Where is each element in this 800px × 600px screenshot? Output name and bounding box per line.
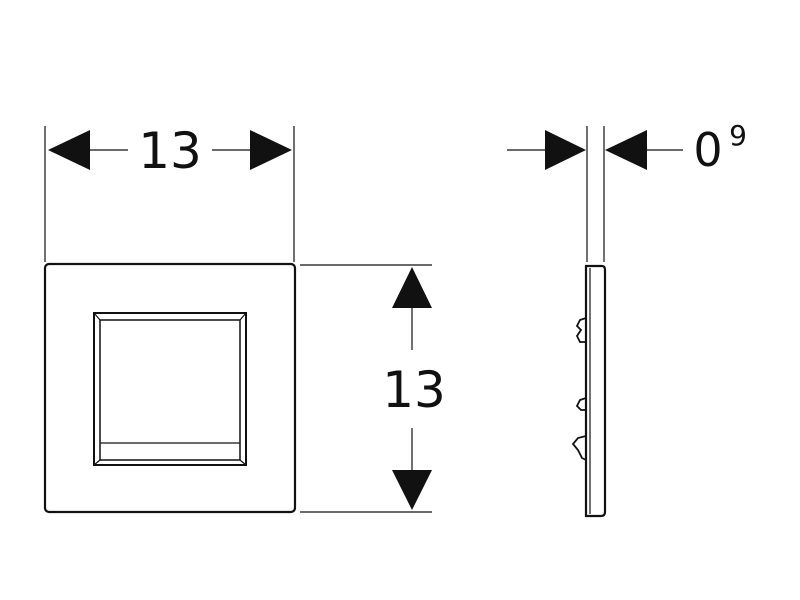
front-plate-outline [43,262,297,514]
button-outer-frame [93,312,247,466]
button-inner-frame [99,319,241,461]
thickness-label-superscript: 9 [729,119,747,152]
width-label: 13 [138,122,202,180]
mounting-clip-top [575,317,587,343]
thickness-dimension: 0 9 [507,119,747,262]
side-view [571,264,607,518]
bevel-corner-tl [93,312,101,321]
width-dimension: 13 [44,122,295,262]
mounting-clip-bottom [571,435,587,461]
mounting-clip-middle [575,397,587,411]
thickness-label: 0 [693,123,722,177]
front-view [43,262,297,514]
height-arrow-down [392,470,432,510]
bevel-corner-tr [239,312,247,321]
thickness-arrow-right [605,130,647,170]
side-plate-profile [584,264,607,518]
bevel-corner-bl [93,459,101,466]
thickness-arrow-left [545,130,586,170]
height-label: 13 [382,361,446,419]
width-arrow-right [250,130,292,170]
height-dimension: 13 [300,264,446,513]
width-arrow-left [48,130,90,170]
bevel-corner-br [239,459,247,466]
height-arrow-up [392,267,432,308]
